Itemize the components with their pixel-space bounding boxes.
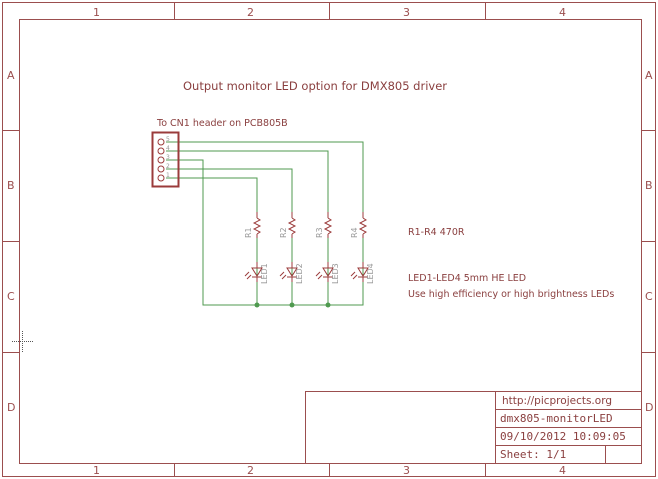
led-label: LED3 <box>331 263 340 284</box>
led-4[interactable]: LED4 <box>350 262 375 284</box>
led-label: LED1 <box>260 263 269 284</box>
pin-label: 5 <box>166 136 170 143</box>
led-label: LED2 <box>295 263 304 284</box>
schematic-title: Output monitor LED option for DMX805 dri… <box>183 79 447 93</box>
led-2[interactable]: LED2 <box>279 262 304 284</box>
row-label: C <box>7 290 15 303</box>
row-label: B <box>7 179 15 192</box>
row-label: B <box>645 179 653 192</box>
col-label: 4 <box>559 6 566 19</box>
pin-label: 3 <box>166 154 170 161</box>
col-label: 1 <box>93 6 100 19</box>
row-label: A <box>7 69 15 82</box>
connector-cn1[interactable]: 5 4 3 2 1 <box>151 131 180 188</box>
resistor-label: R2 <box>279 227 288 238</box>
col-label: 1 <box>93 464 100 477</box>
row-label: D <box>7 401 15 414</box>
pin-label: 1 <box>166 172 170 179</box>
led-note-2: Use high efficiency or high brightness L… <box>408 289 614 300</box>
title-block-name: dmx805-monitorLED <box>500 412 613 425</box>
title-block-sheet: Sheet: 1/1 <box>500 448 566 461</box>
resistor-label: R1 <box>244 227 253 238</box>
col-label: 3 <box>403 6 410 19</box>
pin-label: 4 <box>166 145 170 152</box>
col-label: 4 <box>559 464 566 477</box>
resistor-3[interactable]: R3 <box>315 212 333 238</box>
title-block-date: 09/10/2012 10:09:05 <box>500 430 626 443</box>
junction-dot <box>325 302 331 308</box>
cursor-crosshair-icon <box>12 331 33 352</box>
resistor-note: R1-R4 470R <box>408 227 465 238</box>
resistor-2[interactable]: R2 <box>279 212 297 238</box>
resistor-label: R3 <box>315 227 324 238</box>
col-label: 2 <box>247 6 254 19</box>
led-note: LED1-LED4 5mm HE LED <box>408 273 526 284</box>
led-3[interactable]: LED3 <box>315 262 340 284</box>
row-label: D <box>645 401 653 414</box>
row-label: A <box>645 69 653 82</box>
title-block-url: http://picprojects.org <box>502 395 612 407</box>
led-label: LED4 <box>366 263 375 284</box>
row-label: C <box>645 290 653 303</box>
resistor-1[interactable]: R1 <box>244 212 262 238</box>
junction-dot <box>289 302 295 308</box>
resistor-label: R4 <box>350 227 359 238</box>
col-label: 3 <box>403 464 410 477</box>
wires <box>166 141 364 308</box>
title-block: http://picprojects.org dmx805-monitorLED… <box>305 391 642 464</box>
col-label: 2 <box>247 464 254 477</box>
header-label: To CN1 header on PCB805B <box>156 118 288 129</box>
junction-dot <box>254 302 260 308</box>
resistor-4[interactable]: R4 <box>350 212 368 238</box>
pin-label: 2 <box>166 163 170 170</box>
led-1[interactable]: LED1 <box>244 262 269 284</box>
